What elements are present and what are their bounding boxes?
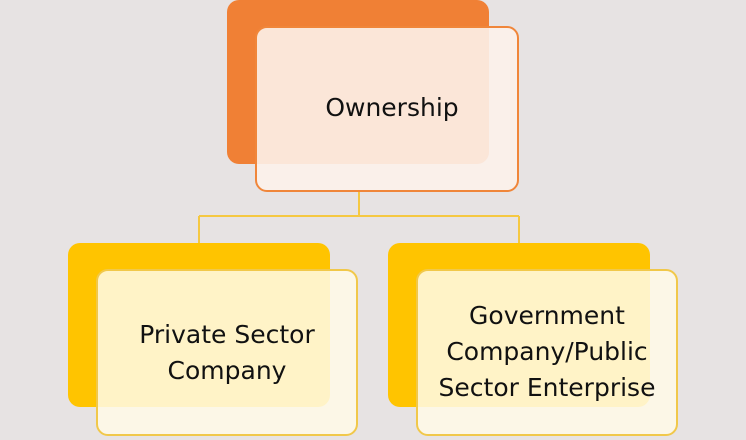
left-node-card	[96, 269, 358, 436]
right-node-card	[416, 269, 678, 436]
root-node-label: Ownership	[325, 93, 459, 122]
root-node-text: Ownership	[255, 26, 519, 192]
root-node-card	[255, 26, 519, 192]
left-node-label-line1: Private Sector	[139, 320, 315, 349]
left-node-text: Private Sector Company	[96, 269, 358, 436]
right-node-label-line1: Government	[469, 301, 625, 330]
right-node-label-line2: Company/Public	[446, 337, 648, 366]
right-node-label-line3: Sector Enterprise	[438, 373, 656, 402]
left-node-label-line2: Company	[167, 356, 287, 385]
right-node-text: Government Company/Public Sector Enterpr…	[416, 269, 678, 436]
